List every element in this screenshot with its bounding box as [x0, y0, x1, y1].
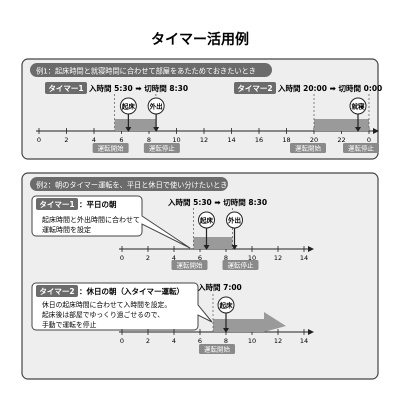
- example1-header-bg: [30, 63, 272, 77]
- ex1-t2-bar: [314, 119, 369, 131]
- ex2a-out-bubble-text: 外出: [228, 216, 241, 225]
- ex1-wake-bubble-text: 起床: [121, 102, 136, 111]
- ex2b-tick-label: 4: [172, 337, 176, 345]
- ex1-t1-stop-label-bg: [143, 143, 180, 153]
- ex1-timer1-time: 入時間 5:30 ➡ 切時間 8:30: [88, 83, 188, 93]
- ex1-t2-start-label-bg: [290, 143, 326, 153]
- ex2b-tick-label: 12: [274, 337, 282, 345]
- weekday-desc-2: 運転時間を設定: [42, 225, 91, 234]
- ex1-tick-label: 20: [310, 136, 318, 144]
- ex1-t2-start-label: 運転開始: [295, 144, 322, 153]
- ex1-timer1-badge: [45, 82, 87, 94]
- ex2b-wake-bubble-text: 起床: [219, 301, 234, 310]
- ex1-wake-arrow-head: [125, 127, 132, 132]
- ex2a-tick-label: 10: [248, 254, 256, 262]
- weekday-badge: [36, 198, 78, 210]
- example2-header: 例2：朝のタイマー運転を、平日と休日で使い分けたいとき: [36, 181, 227, 190]
- page-title: タイマー活用例: [151, 31, 249, 48]
- holiday-badge-text: タイマー2: [39, 286, 74, 296]
- ex1-t1-stop-label: 運転停止: [149, 144, 176, 153]
- holiday-desc-3: 手動で運転を停止: [42, 320, 97, 329]
- ex2a-tick-label: 2: [146, 254, 150, 262]
- ex1-tick-label: 0: [37, 136, 41, 144]
- ex1-out-arrow-head: [153, 127, 160, 132]
- ex1-tick-label: 16: [255, 136, 263, 144]
- ex1-tick-label: 18: [282, 136, 290, 144]
- example1-header: 例1：起床時間と就寝時間に合わせて部屋をあたためておきたいとき: [36, 67, 256, 76]
- holiday-time: 入時間 7:00: [197, 282, 242, 292]
- ex2a-bar: [193, 237, 233, 249]
- ex2a-stop-label: 運転停止: [228, 261, 255, 270]
- ex1-t1-start-label-bg: [92, 143, 129, 153]
- ex2a-tick-label: 4: [172, 254, 176, 262]
- weekday-time: 入時間 5:30 ➡ 切時間 8:30: [167, 197, 267, 207]
- ex1-timer2-badge: [234, 82, 276, 94]
- ex2a-start-label-bg: [171, 260, 208, 270]
- ex1-timer2-badge-text: タイマー2: [237, 83, 272, 93]
- ex1-tick-label: 10: [172, 136, 180, 144]
- example2-header-bg: [30, 177, 228, 191]
- ex2a-tick-label: 12: [274, 254, 282, 262]
- example1-panel: [21, 58, 379, 160]
- ex2a-tick-label: 14: [300, 254, 308, 262]
- weekday-suffix: ：平日の朝: [79, 199, 117, 209]
- holiday-suffix: ：休日の朝（入タイマー運転）: [79, 286, 184, 296]
- ex1-tick-label: 8: [147, 136, 151, 144]
- ex2b-bar-arrow: [213, 312, 286, 332]
- ex1-tick-label: 12: [200, 136, 208, 144]
- ex1-t1-start-label: 運転開始: [98, 144, 125, 153]
- holiday-badge: [36, 285, 78, 297]
- ex2a-axis-arrow: [308, 246, 314, 252]
- ex1-tick-label: 6: [119, 136, 123, 144]
- ex2a-tick-label: 0: [120, 254, 124, 262]
- ex2a-wake-arrow-head: [203, 245, 210, 250]
- ex2a-stop-label-bg: [222, 260, 259, 270]
- ex1-axis-arrow: [373, 128, 379, 134]
- ex2b-tick-label: 2: [146, 337, 150, 345]
- ex2b-start-label-bg: [199, 344, 235, 354]
- weekday-desc-1: 起床時間と外出時間に合わせて: [42, 215, 140, 224]
- weekday-badge-text: タイマー1: [39, 199, 74, 209]
- ex1-tick-label: 4: [92, 136, 96, 144]
- ex2b-tick-label: 10: [248, 337, 256, 345]
- ex2a-tick-label: 6: [198, 254, 202, 262]
- ex1-tick-label: 0: [367, 136, 371, 144]
- ex1-out-bubble-text: 外出: [150, 102, 163, 111]
- holiday-desc-2: 起床後は部屋でゆっくり過ごせるので、: [42, 310, 164, 319]
- ex1-sleep-arrow-head: [355, 127, 361, 132]
- ex1-sleep-bubble-text: 就寝: [352, 102, 366, 111]
- ex1-tick-label: 2: [64, 136, 68, 144]
- holiday-desc-1: 休日の起床時間に合わせて入時間を設定。: [42, 300, 171, 309]
- ex2a-wake-bubble-text: 起床: [199, 216, 214, 225]
- ex2b-tick-label: 0: [120, 337, 124, 345]
- ex1-timer1-badge-text: タイマー1: [48, 83, 83, 93]
- ex1-timer2-time: 入時間 20:00 ➡ 切時間 0:00: [277, 83, 382, 93]
- ex2b-wake-arrow-head: [223, 328, 229, 333]
- ex1-tick-label: 22: [337, 136, 345, 144]
- ex2a-tick-label: 8: [224, 254, 228, 262]
- ex2a-start-label: 運転開始: [177, 261, 204, 270]
- ex2b-axis-arrow: [308, 329, 314, 335]
- ex2b-start-label: 運転開始: [204, 345, 231, 354]
- ex2b-tick-label: 6: [198, 337, 202, 345]
- ex1-t2-stop-label-bg: [343, 143, 379, 153]
- ex2b-tick-label: 8: [224, 337, 228, 345]
- ex1-t1-bar: [114, 119, 156, 131]
- ex2a-out-arrow-head: [231, 245, 238, 250]
- ex1-t2-stop-label: 運転停止: [348, 144, 375, 153]
- ex1-tick-label: 14: [227, 136, 235, 144]
- ex2b-tick-label: 14: [300, 337, 308, 345]
